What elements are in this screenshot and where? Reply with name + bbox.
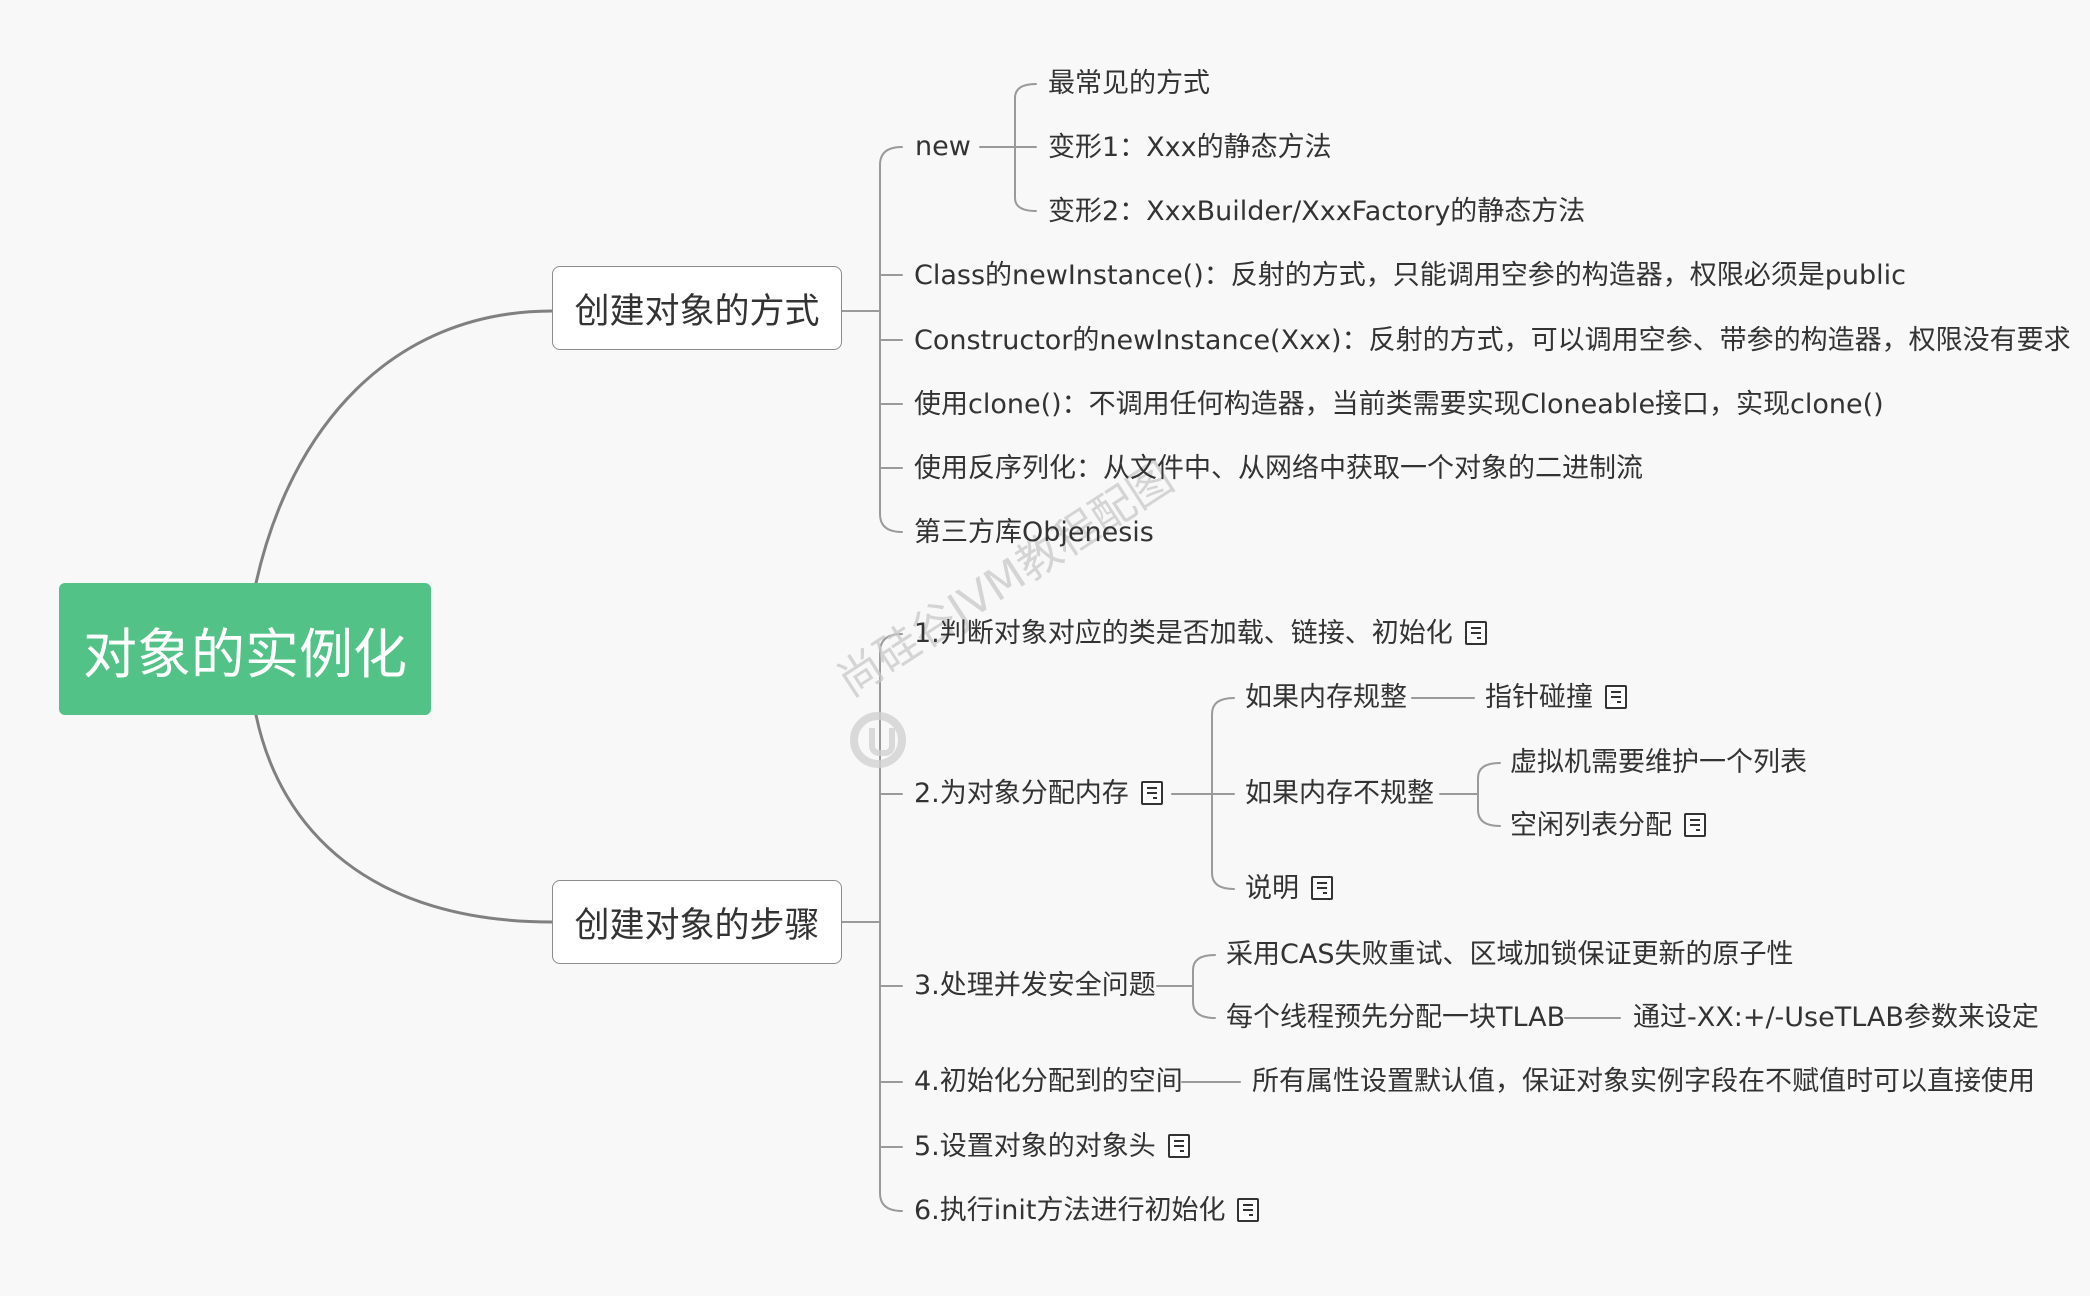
- node-cas-retry[interactable]: 采用CAS失败重试、区域加锁保证更新的原子性: [1226, 939, 1794, 970]
- note-icon[interactable]: [1311, 876, 1333, 900]
- step2-bracket: [1171, 697, 1235, 890]
- node-tlab[interactable]: 每个线程预先分配一块TLAB: [1226, 1002, 1566, 1033]
- node-ways-item-2[interactable]: Constructor的newInstance(Xxx)：反射的方式，可以调用空…: [914, 325, 2071, 356]
- note-icon[interactable]: [1605, 685, 1627, 709]
- node-memory-regular[interactable]: 如果内存规整: [1245, 682, 1407, 713]
- node-new-child-1[interactable]: 最常见的方式: [1048, 68, 1210, 99]
- node-step-2[interactable]: 2.为对象分配内存: [914, 780, 1163, 807]
- node-new-child-2[interactable]: 变形1：Xxx的静态方法: [1048, 132, 1332, 163]
- node-pointer-bump[interactable]: 指针碰撞: [1485, 684, 1627, 711]
- branch-steps[interactable]: 创建对象的步骤: [552, 880, 842, 964]
- irregular-bracket: [1439, 762, 1501, 827]
- node-memory-irregular[interactable]: 如果内存不规整: [1245, 778, 1434, 809]
- node-default-values[interactable]: 所有属性设置默认值，保证对象实例字段在不赋值时可以直接使用: [1252, 1066, 2035, 1097]
- note-icon[interactable]: [1167, 1134, 1190, 1158]
- root-to-steps-connector: [254, 713, 554, 924]
- node-free-list-maintain[interactable]: 虚拟机需要维护一个列表: [1510, 747, 1807, 778]
- node-step2-note[interactable]: 说明: [1245, 875, 1333, 902]
- root-to-ways-connector: [254, 309, 554, 585]
- step3-bracket: [1156, 954, 1216, 1019]
- node-ways-item-3[interactable]: 使用clone()：不调用任何构造器，当前类需要实现Cloneable接口，实现…: [914, 389, 1884, 420]
- note-icon[interactable]: [1237, 1198, 1260, 1222]
- node-new-child-3[interactable]: 变形2：XxxBuilder/XxxFactory的静态方法: [1048, 196, 1586, 227]
- node-new[interactable]: new: [915, 131, 971, 162]
- steps-bracket: [841, 633, 903, 1212]
- node-ways-item-5[interactable]: 第三方库Objenesis: [914, 517, 1154, 548]
- ways-bracket: [841, 146, 903, 533]
- note-icon[interactable]: [1684, 813, 1706, 837]
- node-step-5[interactable]: 5.设置对象的对象头: [914, 1133, 1190, 1160]
- node-ways-item-1[interactable]: Class的newInstance()：反射的方式，只能调用空参的构造器，权限必…: [914, 260, 1906, 291]
- note-icon[interactable]: [1464, 621, 1487, 645]
- node-step-4[interactable]: 4.初始化分配到的空间: [914, 1066, 1183, 1097]
- node-step-3[interactable]: 3.处理并发安全问题: [914, 970, 1156, 1001]
- branch-ways[interactable]: 创建对象的方式: [552, 266, 842, 350]
- root-label: 对象的实例化: [83, 622, 407, 686]
- node-ways-item-4[interactable]: 使用反序列化：从文件中、从网络中获取一个对象的二进制流: [914, 453, 1643, 484]
- node-step-6[interactable]: 6.执行init方法进行初始化: [914, 1197, 1260, 1224]
- note-icon[interactable]: [1140, 781, 1163, 805]
- node-free-list-alloc[interactable]: 空闲列表分配: [1510, 812, 1706, 839]
- branch-steps-label: 创建对象的步骤: [574, 905, 820, 946]
- branch-ways-label: 创建对象的方式: [574, 291, 820, 332]
- root-node[interactable]: 对象的实例化: [59, 583, 431, 715]
- new-bracket: [979, 83, 1037, 212]
- node-tlab-param[interactable]: 通过-XX:+/-UseTLAB参数来设定: [1633, 1002, 2039, 1033]
- node-step-1[interactable]: 1.判断对象对应的类是否加载、链接、初始化: [914, 620, 1487, 647]
- watermark-logo-icon: [850, 712, 906, 768]
